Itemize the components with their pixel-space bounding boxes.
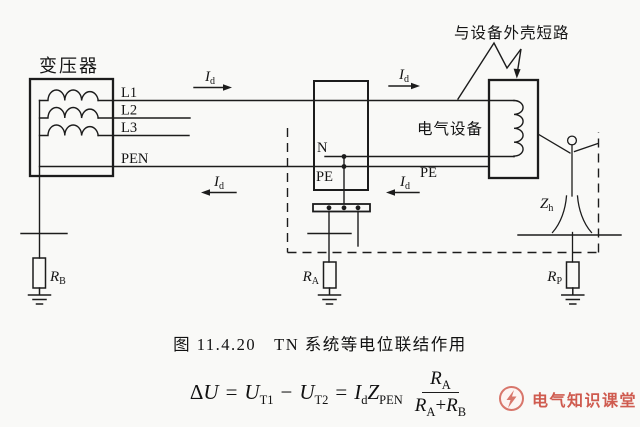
- transformer: [28, 77, 115, 259]
- distribution-wires: [38, 99, 515, 168]
- fraction-numerator: RA: [422, 368, 459, 393]
- resistor-rp: [561, 261, 585, 305]
- distribution-box: [313, 80, 369, 191]
- line-label-l2: L2: [121, 103, 137, 119]
- fraction-denominator: RA+RB: [414, 394, 467, 419]
- formula-fraction: RA RA+RB: [411, 368, 470, 419]
- fault-current-arrows: [193, 82, 420, 196]
- n-pe-junction: [341, 154, 347, 205]
- electrical-equipment: [487, 78, 540, 180]
- fault-label: 与设备外壳短路: [454, 24, 570, 42]
- figure-caption: 图 11.4.20 TN 系统等电位联结作用: [173, 335, 467, 354]
- resistor-ra: [317, 261, 342, 305]
- formula-ut2: UT2: [299, 379, 329, 407]
- pe-conductor-label: PE: [420, 165, 437, 181]
- building-boundary-dashed: [286, 128, 600, 254]
- ground-surface-lines: [20, 232, 622, 236]
- brand-logo-icon: [499, 386, 524, 411]
- formula-delta-u: ΔU: [189, 379, 219, 404]
- voltage-formula: ΔU = UT1 − UT2 = IdZPEN RA RA+RB: [120, 362, 540, 422]
- formula-id-zpen: IdZPEN: [354, 379, 403, 407]
- neutral-label: N: [317, 140, 328, 156]
- formula-minus: −: [280, 379, 293, 404]
- rp-label: RP: [546, 269, 562, 287]
- line-label-pen: PEN: [121, 151, 149, 167]
- current-label-top-right: Id: [398, 67, 409, 85]
- body-impedance-label: Zh: [540, 196, 553, 214]
- current-label-bottom-left: Id: [213, 174, 224, 192]
- bonding-busbar: [312, 203, 371, 263]
- current-label-bottom-right: Id: [399, 174, 410, 192]
- current-label-top-left: Id: [204, 69, 215, 87]
- ra-label: RA: [302, 269, 320, 287]
- watermark: 电气知识课堂: [498, 385, 637, 412]
- watermark-text: 电气知识课堂: [532, 392, 638, 410]
- formula-equals-1: =: [225, 379, 238, 404]
- pe-label: PE: [316, 169, 333, 185]
- equipment-label: 电气设备: [417, 120, 483, 138]
- person-figure: [537, 133, 599, 263]
- line-label-l3: L3: [121, 120, 137, 136]
- formula-ut1: UT1: [244, 379, 274, 407]
- resistor-rb: [27, 257, 52, 305]
- fault-pointer-zigzag: [457, 41, 522, 100]
- formula-equals-2: =: [335, 379, 348, 404]
- rb-label: RB: [49, 269, 66, 287]
- transformer-label: 变压器: [39, 56, 99, 76]
- line-label-l1: L1: [121, 85, 137, 101]
